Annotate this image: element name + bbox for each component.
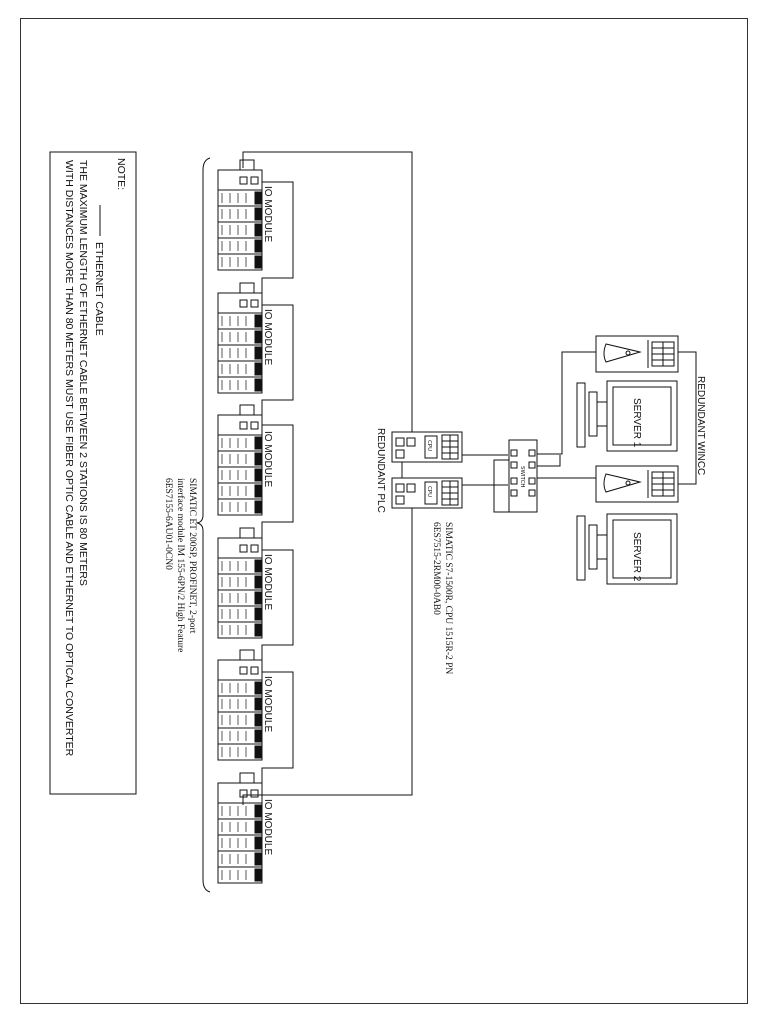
plc-spec-2: 6ES7515-2RM00-0AB0 — [431, 522, 441, 615]
server-2-label: SERVER 2 — [631, 532, 642, 582]
io-station: IO MODULE — [217, 527, 273, 639]
server-2-tower — [595, 465, 679, 503]
io-station: IO MODULE — [217, 404, 273, 516]
io-group-brace — [196, 157, 211, 893]
server-1-monitor: SERVER 1 — [576, 380, 678, 452]
note-line-2: WITH DISTANCES MORE THAN 80 METERS MUST … — [63, 160, 75, 757]
ethernet-cables — [242, 151, 697, 805]
interface-spec-3: 6ES7155-6AU01-0CN0 — [163, 478, 173, 570]
note-box: NOTE: ETHERNET CABLE THE MAXIMUM LENGTH … — [49, 151, 137, 795]
io-module-label: IO MODULE — [262, 186, 273, 242]
redundant-wincc-label: REDUNDANT WINCC — [695, 376, 706, 475]
io-station: IO MODULE — [217, 282, 273, 394]
io-station: IO MODULE — [217, 649, 273, 761]
cpu-tag-1: CPU — [426, 440, 432, 451]
io-module-label: IO MODULE — [262, 309, 273, 365]
plc-unit-2: CPU — [391, 477, 463, 509]
io-stations: IO MODULE IO MODULE IO MODULE IO MODULE IO M… — [217, 159, 273, 884]
io-module-label: IO MODULE — [262, 799, 273, 855]
server-2: SERVER 2 — [576, 465, 679, 585]
server-2-monitor: SERVER 2 — [576, 513, 678, 585]
drawing-frame — [20, 18, 748, 1004]
server-1-tower — [595, 335, 679, 373]
server-1: SERVER 1 — [576, 335, 679, 452]
server-1-label: SERVER 1 — [631, 398, 642, 448]
plc-spec-1: SIMATIC S7-1500R, CPU 1515R-2 PN — [443, 522, 453, 674]
redundant-plc: CPU CPU REDUNDANT PLC SIMATIC S7-1500R, … — [375, 428, 463, 674]
io-module-label: IO MODULE — [262, 554, 273, 610]
note-title: NOTE: — [115, 158, 127, 190]
io-station: IO MODULE — [217, 159, 273, 271]
interface-spec-2: interface module IM 155-6PN/2 High Featu… — [175, 478, 186, 652]
io-module-label: IO MODULE — [262, 676, 273, 732]
legend-ethernet-label: ETHERNET CABLE — [93, 242, 105, 336]
redundant-plc-label: REDUNDANT PLC — [375, 428, 386, 513]
io-station: IO MODULE — [217, 772, 273, 884]
network-switch: SWITCH — [508, 439, 538, 513]
interface-spec-1: SIMATIC ET 200SP, PROFINET, 2-port — [187, 478, 197, 634]
switch-label: SWITCH — [519, 466, 525, 488]
plc-unit-1: CPU — [391, 431, 463, 463]
note-line-1: THE MAXIMUM LENGTH OF ETHERNET CABLE BET… — [77, 160, 89, 586]
io-module-label: IO MODULE — [262, 431, 273, 487]
cpu-tag-2: CPU — [426, 486, 432, 497]
